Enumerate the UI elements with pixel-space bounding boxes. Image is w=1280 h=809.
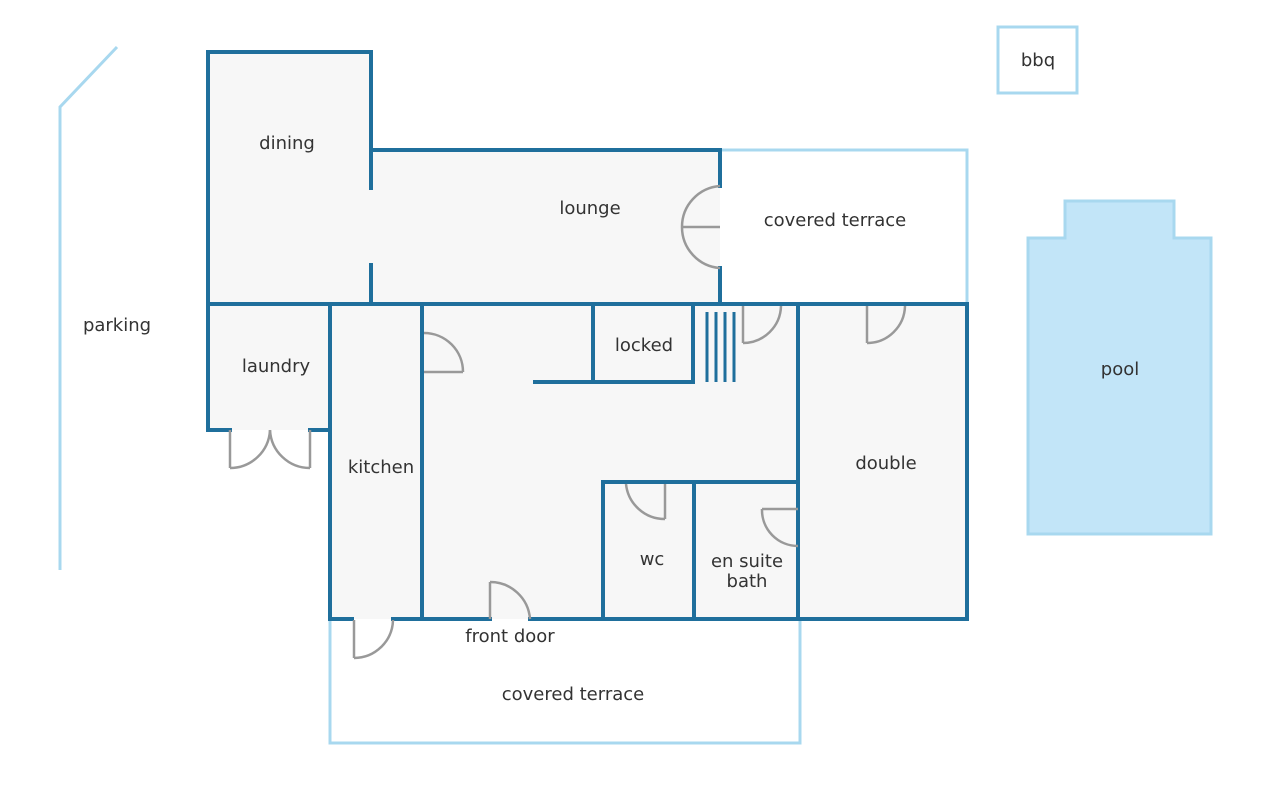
doors [228, 184, 907, 660]
covered-terrace-east-outline [720, 148, 969, 303]
room-label-en-suite-bath: bath [727, 571, 768, 592]
room-label-lounge: lounge [559, 198, 620, 219]
room-label-laundry: laundry [242, 356, 311, 377]
room-fills [208, 52, 967, 619]
room-label-covered-terrace-south: covered terrace [502, 684, 644, 705]
label-parking: parking [83, 315, 151, 336]
pool-shape [1026, 199, 1213, 536]
parking-boundary [58, 45, 119, 570]
room-label-dining: dining [259, 133, 315, 154]
room-label-covered-terrace-east: covered terrace [764, 210, 906, 231]
room-label-wc: wc [640, 549, 665, 570]
label-front-door: front door [465, 626, 555, 647]
covered-terrace-south-outline [328, 620, 802, 745]
stairs [705, 312, 736, 382]
room-label-double: double [855, 453, 916, 474]
label-pool: pool [1101, 359, 1139, 380]
walls [206, 50, 969, 621]
room-label-locked: locked [615, 335, 673, 356]
room-label-en-suite: en suite [711, 551, 783, 572]
bbq-area [996, 25, 1079, 95]
room-label-kitchen: kitchen [348, 457, 414, 478]
label-bbq: bbq [1021, 50, 1055, 71]
